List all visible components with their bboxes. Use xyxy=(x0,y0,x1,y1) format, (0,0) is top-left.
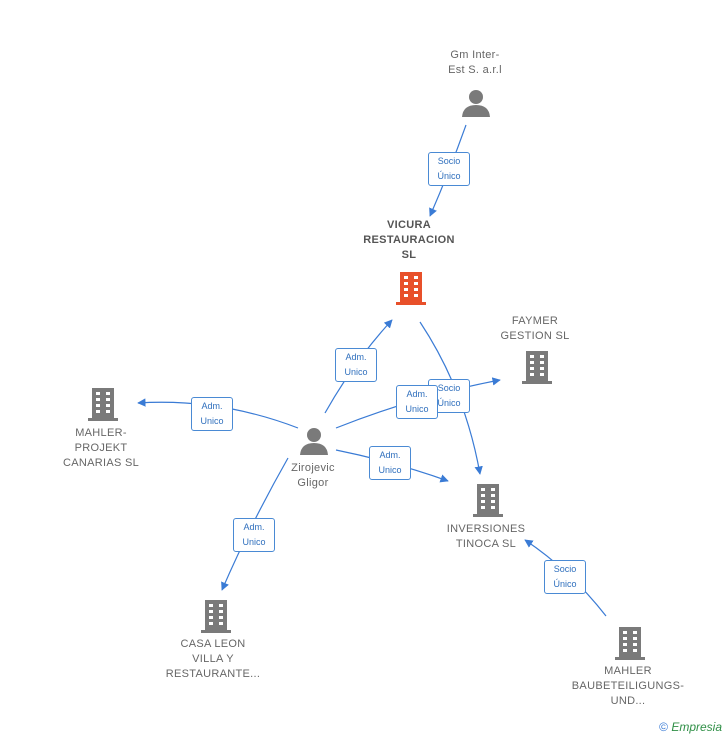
node-faymer-label: FAYMER GESTION SL xyxy=(500,315,570,342)
edge-label-zir-to-faymer[interactable]: Adm. Unico xyxy=(396,385,438,419)
building-icon[interactable] xyxy=(521,349,553,385)
edge-label-zir-to-vicura[interactable]: Adm. Unico xyxy=(335,348,377,382)
edge-label-mahler-baub-to-inversiones[interactable]: Socio Único xyxy=(544,560,586,594)
node-mahler-projekt-label: MAHLER- PROJEKT CANARIAS SL xyxy=(62,427,140,469)
person-icon[interactable] xyxy=(299,426,329,456)
person-icon[interactable] xyxy=(461,88,491,118)
building-icon[interactable] xyxy=(472,482,504,518)
edge-label-zir-to-inversiones[interactable]: Adm. Unico xyxy=(369,446,411,480)
building-icon[interactable] xyxy=(200,598,232,634)
node-mahler-baub-label: MAHLER BAUBETEILIGUNGS- UND... xyxy=(571,665,685,707)
building-icon[interactable] xyxy=(614,625,646,661)
node-gm-inter-label: Gm Inter- Est S. a.r.l xyxy=(448,49,502,76)
node-vicura-label: VICURA RESTAURACION SL xyxy=(363,219,455,261)
node-zirojevic-label: Zirojevic Gligor xyxy=(291,462,335,489)
building-icon[interactable] xyxy=(87,386,119,422)
edge-label-zir-to-casa-leon[interactable]: Adm. Unico xyxy=(233,518,275,552)
copyright-icon: © xyxy=(659,720,668,734)
footer-brand[interactable]: © Empresia xyxy=(659,720,722,734)
building-icon[interactable] xyxy=(395,270,427,306)
brand-logo: Empresia xyxy=(671,720,722,734)
edge-label-zir-to-mahler-projekt[interactable]: Adm. Unico xyxy=(191,397,233,431)
node-inversiones-label: INVERSIONES TINOCA SL xyxy=(446,523,526,550)
edge-label-gm-to-vicura[interactable]: Socio Único xyxy=(428,152,470,186)
node-casa-leon-label: CASA LEON VILLA Y RESTAURANTE... xyxy=(165,638,261,680)
